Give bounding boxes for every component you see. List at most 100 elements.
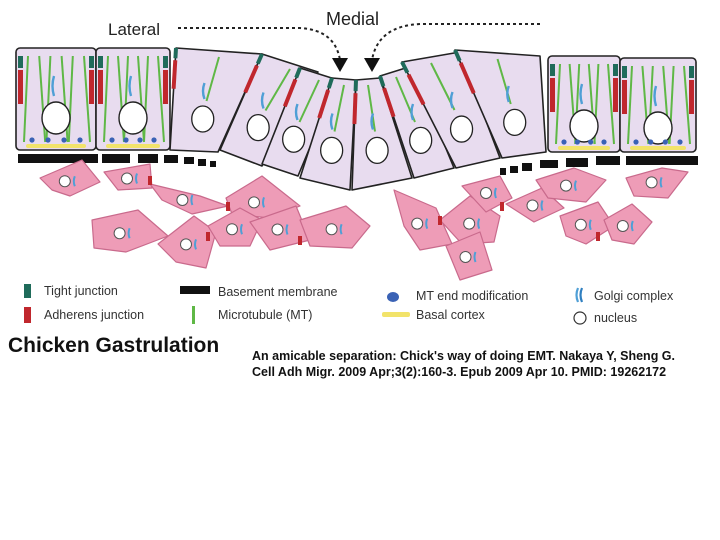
cell-body [393,189,453,251]
columnar-cell [619,57,697,153]
adherens-junction [458,62,476,94]
nucleus [41,101,71,135]
wedge-cell [261,67,339,177]
tight-junction [550,64,555,76]
microtubule [555,63,561,145]
columnar-cell [95,47,171,151]
microtubule [367,84,376,132]
nucleus [645,176,658,189]
tight-junction [18,56,23,68]
nucleus [271,223,284,236]
mt-end-modification [677,139,683,145]
basement-membrane [18,154,698,175]
nucleus [574,218,587,231]
adherens-junction [226,202,230,211]
mt-end-modification [109,137,115,143]
mt-end-modification [29,137,35,143]
adherens-junction [317,89,331,119]
basement-membrane-segment [164,155,178,163]
cell-body [149,183,229,215]
adherens-junction [406,73,426,106]
adherens-junction [550,78,555,112]
golgi-complex [473,251,477,263]
mt-end-modification [648,139,654,145]
basement-membrane-segment [596,156,620,165]
mt-end-modification [574,139,580,145]
wedge-cell [400,51,501,169]
mt-end-modification [601,139,607,145]
basement-membrane-segment [138,154,158,163]
mt-end-modification [77,137,83,143]
golgi-complex [659,177,663,188]
golgi-complex [370,113,375,130]
golgi-complex-swatch [575,287,584,303]
microtubule-swatch [192,306,195,324]
legend-basement-membrane: Basement membrane [218,285,338,299]
mt-end-modification [588,139,594,145]
cell-body [379,65,455,179]
microtubule [264,68,291,112]
golgi-complex [127,227,131,239]
mesenchymal-cell [157,215,217,269]
tight-junction [89,56,94,68]
nucleus [449,115,474,143]
nucleus [463,217,476,230]
adherens-junction [163,70,168,104]
golgi-complex [285,224,289,235]
tight-junction [689,66,694,78]
mesenchymal-cell [149,183,229,215]
nucleus-swatch [573,311,587,325]
basal-cortex [26,144,86,148]
nucleus [176,194,189,206]
tight-junction [173,47,178,59]
golgi-complex [260,92,265,109]
reference-line-1: An amicable separation: Chick's way of d… [252,349,675,363]
basement-membrane-segment [510,166,518,173]
golgi-complex [588,219,592,231]
microtubule [205,56,220,102]
golgi-complex [51,75,56,97]
migration-arrows [178,23,540,72]
adherens-junction [98,70,103,104]
epithelial-cells [15,47,697,191]
nucleus [226,223,238,236]
mesenchymal-cell [625,167,689,199]
golgi-complex [262,197,265,208]
mesenchymal-cell [603,203,653,245]
microtubule [103,55,109,143]
nucleus [281,125,306,153]
adherens-junction [438,216,442,225]
nucleus [459,251,472,263]
mt-end-modification [123,137,129,143]
golgi-complex [410,103,415,121]
nucleus [526,199,539,212]
microtubule [683,65,691,145]
basal-cortex [630,146,686,150]
tight-junction [326,77,334,89]
legend-adherens-junction: Adherens junction [44,308,144,322]
nucleus [246,113,270,142]
wedge-cell [351,77,413,191]
nucleus [113,227,126,240]
golgi-complex [477,218,481,229]
microtubule [607,63,615,145]
nucleus [411,217,424,230]
nucleus [409,126,433,155]
basal-cortex [106,144,160,148]
tight-junction [163,56,168,68]
nucleus [643,111,673,145]
mesenchymal-cell [445,231,493,281]
legend-golgi-complex: Golgi complex [594,289,674,303]
mesenchymal-cell [249,205,311,251]
adherens-junction [689,80,694,114]
tight-junction [453,49,462,62]
nucleus [191,105,215,133]
adherens-junction-swatch [24,307,31,323]
golgi-complex [329,113,334,130]
columnar-cell [15,47,97,151]
wedge-cell [169,47,263,153]
legend: Tight junction Adherens junction Basemen… [24,284,674,325]
basement-membrane-segment [500,168,506,175]
golgi-complex [201,82,206,100]
basement-membrane-segment [626,156,698,165]
